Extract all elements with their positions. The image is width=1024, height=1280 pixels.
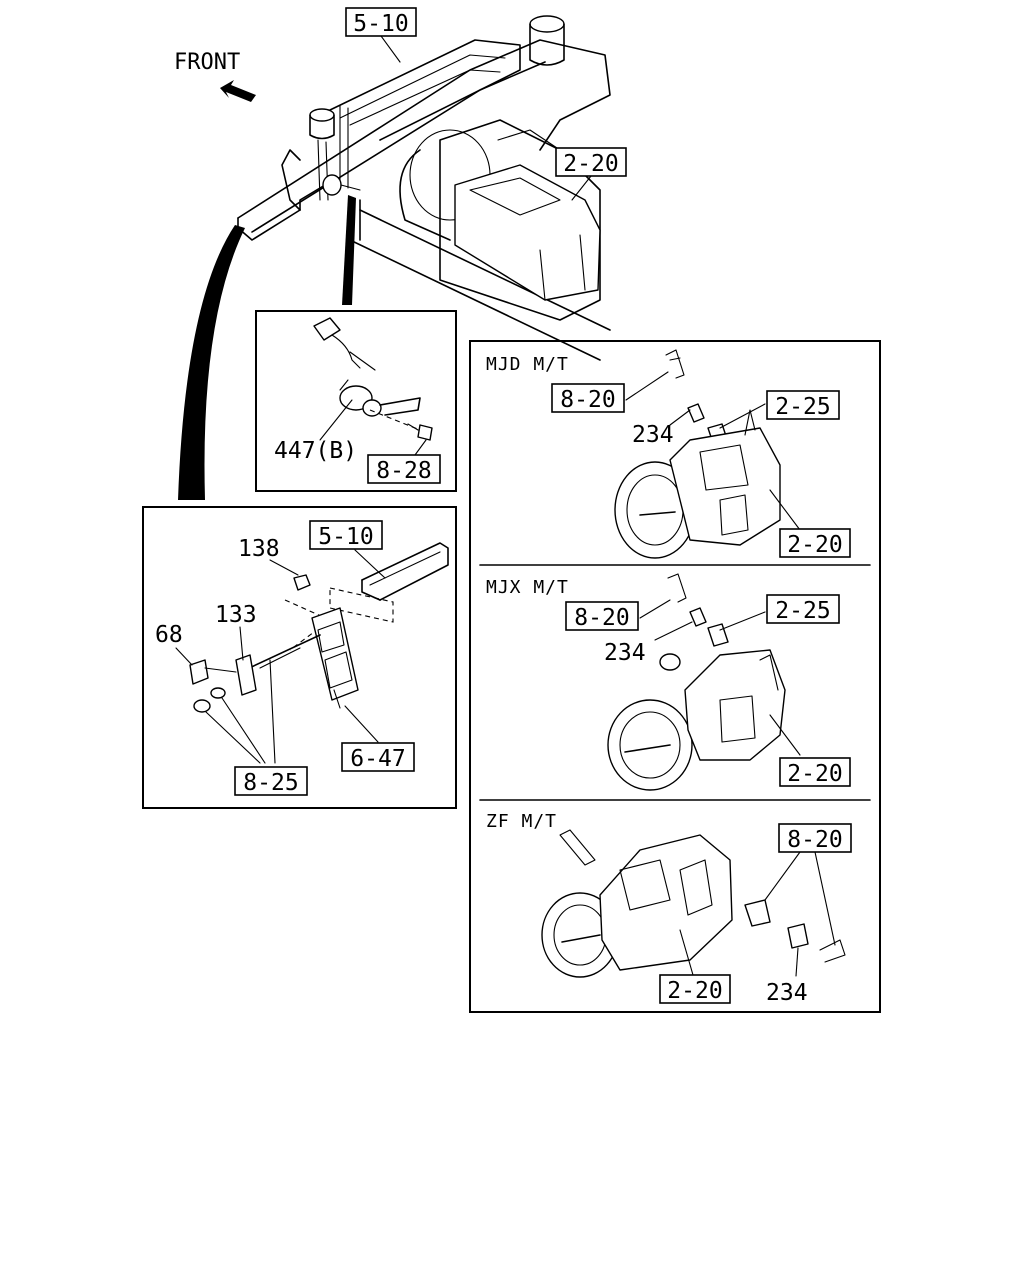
- label-8-28: 8-28: [376, 458, 431, 484]
- zf-label-2-20: 2-20: [667, 978, 722, 1004]
- ref-2-20-main: 2-20: [555, 147, 627, 201]
- zf-title: ZF M/T: [486, 811, 557, 832]
- zf-label-234: 234: [766, 980, 808, 1006]
- pointer-arrow-left: [178, 225, 245, 500]
- label-6-47: 6-47: [350, 746, 405, 772]
- mjd-label-8-20: 8-20: [560, 387, 615, 413]
- zf-label-8-20: 8-20: [787, 827, 842, 853]
- mjx-label-2-25: 2-25: [775, 598, 830, 624]
- svg-text:5-10: 5-10: [353, 11, 408, 37]
- mjd-label-2-25: 2-25: [775, 394, 830, 420]
- label-138: 138: [238, 536, 280, 562]
- front-arrow-icon: [220, 80, 256, 102]
- mjd-section: MJD M/T 8-20 2-25 234: [486, 349, 851, 559]
- label-68: 68: [155, 622, 183, 648]
- mjx-label-2-20: 2-20: [787, 761, 842, 787]
- pointer-arrow-mid: [342, 195, 356, 305]
- bracket-detail-panel: 5-10 138 133 68 6-47 8-25: [142, 506, 457, 809]
- front-label: FRONT: [174, 50, 240, 75]
- zf-section: ZF M/T 8-20 234 2-20: [486, 811, 852, 1006]
- mjx-section: MJX M/T 8-20 2-25 234 2-20: [486, 573, 851, 791]
- label-5-10-bracket: 5-10: [318, 524, 373, 550]
- mjx-label-234: 234: [604, 640, 646, 666]
- label-447b: 447(B): [274, 438, 357, 464]
- svg-text:2-20: 2-20: [563, 151, 618, 177]
- label-133: 133: [215, 602, 257, 628]
- chassis-assembly-drawing: FRONT: [174, 15, 611, 500]
- mjd-title: MJD M/T: [486, 354, 569, 375]
- ref-5-10-top: 5-10: [345, 7, 417, 63]
- transmission-variants-panel: MJD M/T 8-20 2-25 234: [469, 340, 881, 1013]
- mjx-label-8-20: 8-20: [574, 605, 629, 631]
- mjx-title: MJX M/T: [486, 577, 569, 598]
- mjd-label-2-20: 2-20: [787, 532, 842, 558]
- label-8-25: 8-25: [243, 770, 298, 796]
- switch-detail-panel: 447(B) 8-28: [255, 310, 457, 492]
- mjd-label-234: 234: [632, 422, 674, 448]
